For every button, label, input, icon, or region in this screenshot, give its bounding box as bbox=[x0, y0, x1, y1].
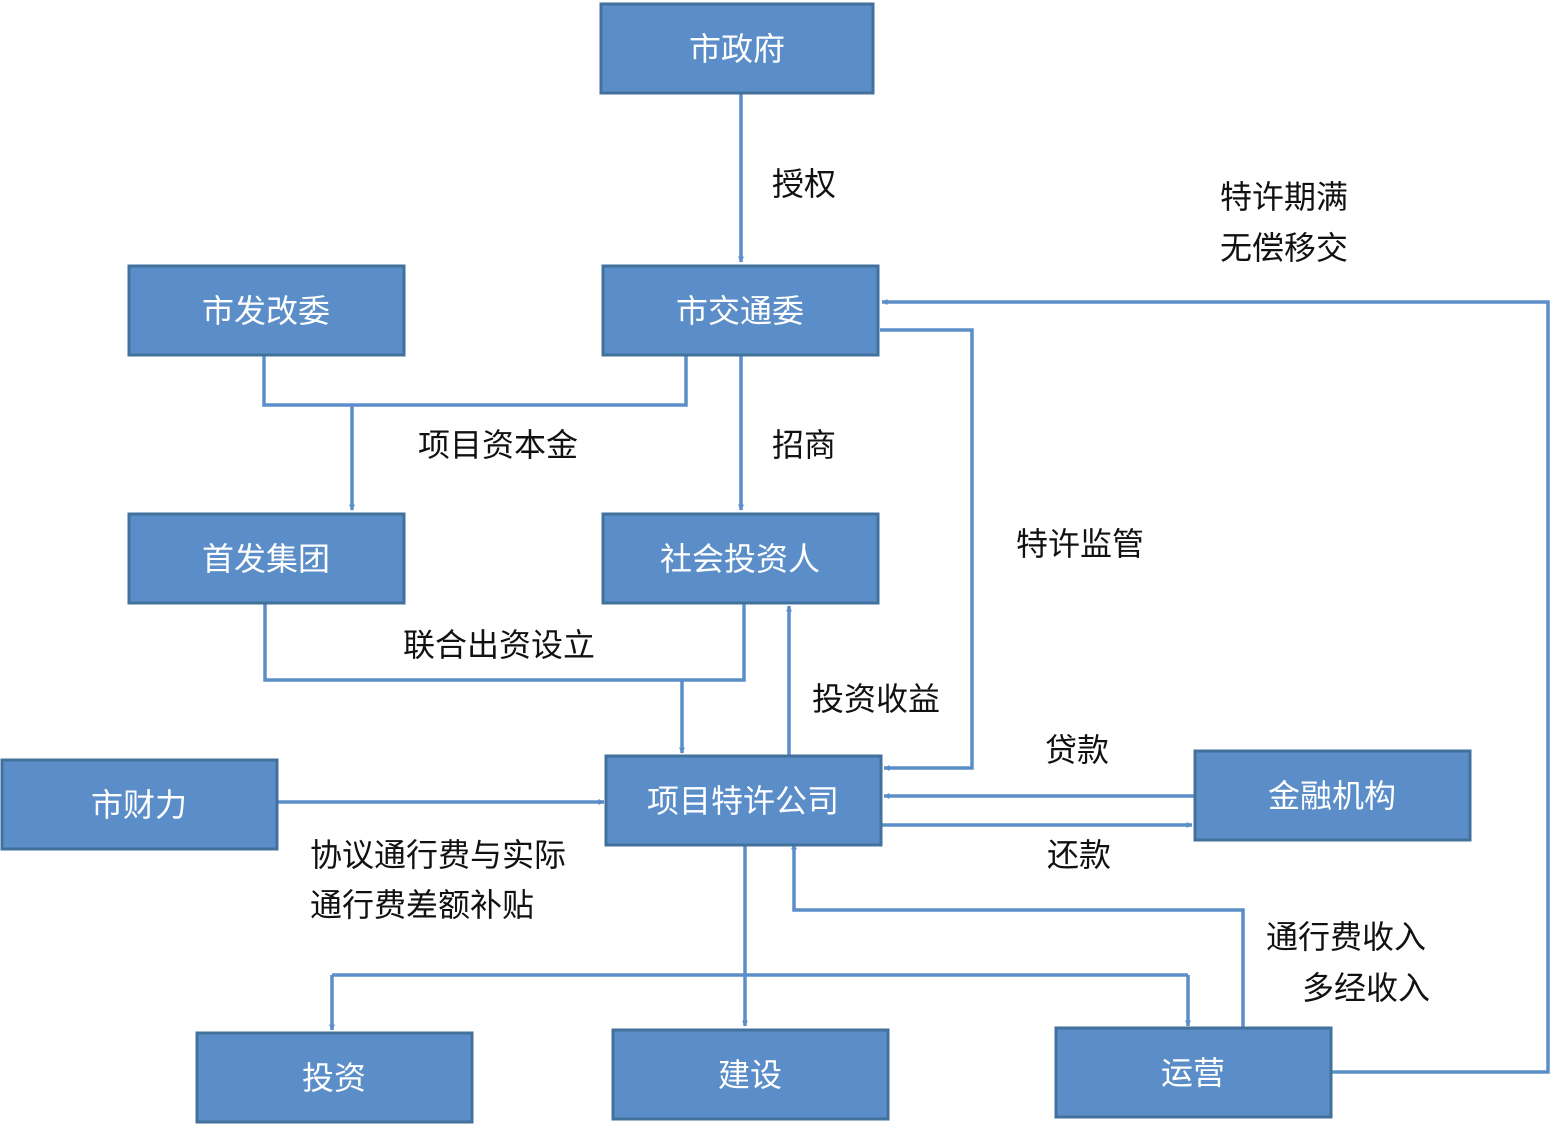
label-loan: 贷款 bbox=[1045, 731, 1109, 769]
label-expire-line2: 无偿移交 bbox=[1220, 229, 1348, 267]
node-label: 市财力 bbox=[91, 786, 187, 824]
node-label: 社会投资人 bbox=[660, 540, 820, 578]
node-label: 市交通委 bbox=[676, 292, 804, 330]
node-label: 运营 bbox=[1161, 1054, 1225, 1092]
label-investment-return: 投资收益 bbox=[812, 680, 940, 718]
node-development-reform-commission: 市发改委 bbox=[127, 264, 406, 357]
node-label: 项目特许公司 bbox=[647, 782, 839, 820]
node-build: 建设 bbox=[611, 1028, 890, 1121]
node-label: 市发改委 bbox=[202, 292, 330, 330]
label-project-capital: 项目资本金 bbox=[418, 426, 578, 464]
edge-joint-left bbox=[263, 604, 746, 682]
node-operate: 运营 bbox=[1054, 1026, 1333, 1119]
label-attract-investment: 招商 bbox=[772, 426, 836, 464]
label-subsidy-line1: 协议通行费与实际 bbox=[310, 836, 566, 874]
label-joint-investment: 联合出资设立 bbox=[403, 626, 595, 664]
node-social-investor: 社会投资人 bbox=[601, 512, 880, 605]
label-repayment: 还款 bbox=[1047, 836, 1111, 874]
label-expire-line1: 特许期满 bbox=[1220, 178, 1348, 216]
node-financial-institution: 金融机构 bbox=[1193, 749, 1472, 842]
label-franchise-supervision: 特许监管 bbox=[1016, 525, 1144, 563]
label-income-line2: 多经收入 bbox=[1302, 969, 1430, 1007]
node-label: 建设 bbox=[718, 1056, 782, 1094]
edge-transfer bbox=[881, 299, 1550, 1074]
label-authorize: 授权 bbox=[772, 165, 836, 203]
node-project-company: 项目特许公司 bbox=[604, 754, 883, 847]
edge-supervision bbox=[880, 328, 974, 771]
node-city-government: 市政府 bbox=[599, 2, 875, 95]
node-invest: 投资 bbox=[195, 1031, 474, 1124]
node-label: 金融机构 bbox=[1268, 777, 1396, 815]
label-income-line1: 通行费收入 bbox=[1266, 918, 1426, 956]
node-transport-committee: 市交通委 bbox=[601, 264, 880, 357]
label-subsidy-line2: 通行费差额补贴 bbox=[310, 886, 534, 924]
edge-income bbox=[791, 843, 1245, 1028]
edge-capital-from-reform bbox=[262, 356, 688, 407]
node-label: 投资 bbox=[302, 1059, 366, 1097]
node-label: 首发集团 bbox=[202, 540, 330, 578]
node-city-finance: 市财力 bbox=[0, 758, 279, 851]
node-shoufa-group: 首发集团 bbox=[127, 512, 406, 605]
node-label: 市政府 bbox=[689, 30, 785, 68]
